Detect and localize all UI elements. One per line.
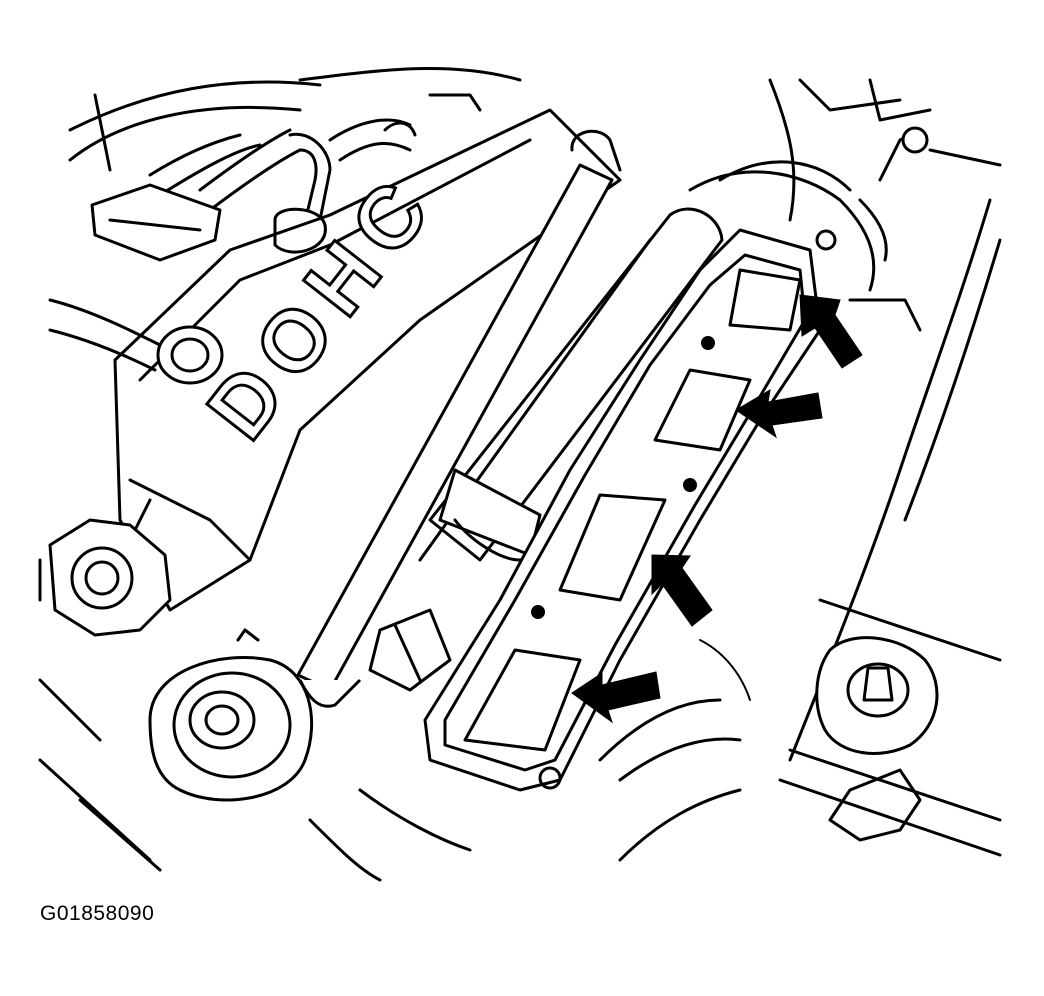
intake-manifold-gasket xyxy=(423,228,837,792)
fuel-rail xyxy=(296,129,622,708)
spark-plug-wires xyxy=(90,118,417,262)
gasket-port-1 xyxy=(728,268,802,332)
figure-id-label: G01858090 xyxy=(40,902,155,925)
motor-mount xyxy=(815,636,939,755)
gasket-port-4 xyxy=(463,648,582,752)
throttle-body xyxy=(688,126,929,332)
indicator-arrow-2 xyxy=(735,389,823,439)
radiator-cap xyxy=(148,628,313,802)
gasket-bolt-hole xyxy=(701,336,715,350)
gasket-bolt-hole xyxy=(531,605,545,619)
gasket-port-2 xyxy=(653,368,752,452)
breather-hose xyxy=(48,298,224,385)
indicator-arrows xyxy=(571,294,863,724)
gasket-bolt-hole xyxy=(683,478,697,492)
indicator-arrow-3 xyxy=(651,554,713,627)
oil-filler-cap xyxy=(48,518,172,637)
gasket-port-3 xyxy=(558,493,667,602)
indicator-arrow-1 xyxy=(799,294,863,369)
indicator-arrow-4 xyxy=(571,671,661,724)
lower-engine-lines xyxy=(358,639,751,862)
